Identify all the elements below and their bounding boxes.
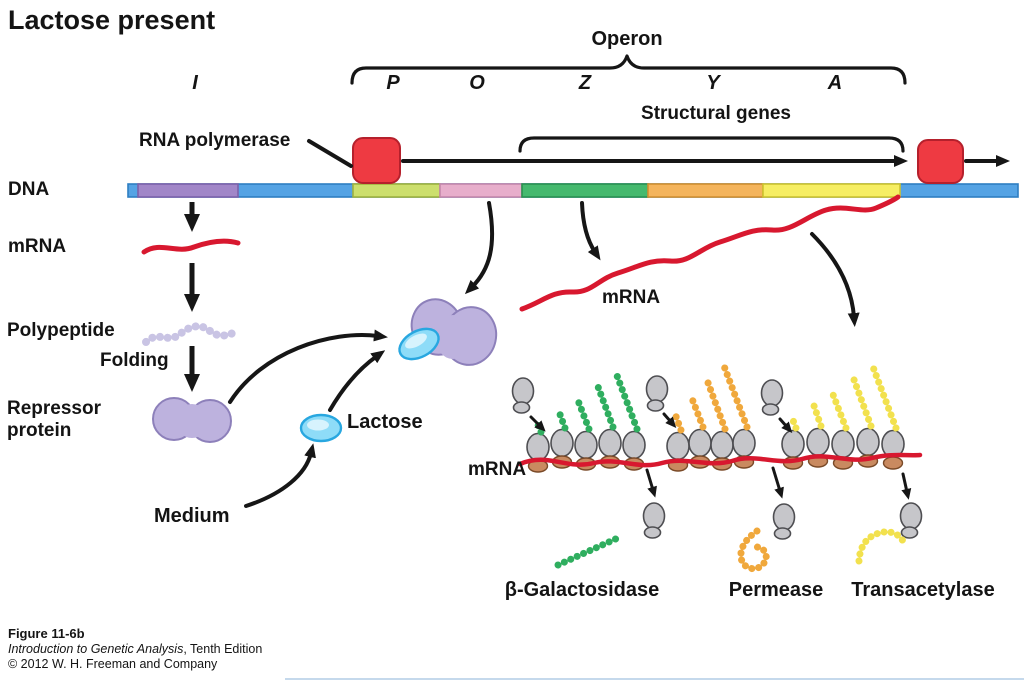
arrow-mrna-to-polysome <box>810 232 860 327</box>
gene-label-p: P <box>386 72 400 94</box>
dna-gene-a <box>762 183 901 198</box>
arrow-ribosome-enter-2 <box>662 412 677 429</box>
folding-label: Folding <box>100 350 169 371</box>
arrow-ribosome-enter-1 <box>529 415 546 432</box>
structural-genes-bracket <box>518 136 905 153</box>
dna-promoter <box>352 183 441 198</box>
gene-label-y: Y <box>706 72 720 94</box>
arrow-medium-to-lactose <box>244 443 316 508</box>
gene-label-o: O <box>469 72 485 94</box>
transacetylase-chain <box>855 528 908 565</box>
mrna-repressor-transcript <box>141 238 241 255</box>
book-edition: , Tenth Edition <box>183 642 263 656</box>
operon-label: Operon <box>591 28 663 50</box>
page-bottom-border <box>285 678 1024 680</box>
nascent-chains-permease <box>670 362 751 434</box>
dna-gene-z <box>521 183 649 198</box>
repressor-protein-label: Repressor protein <box>7 398 101 442</box>
permease-label: Permease <box>728 579 824 601</box>
gene-label-i: I <box>192 72 198 94</box>
mrna-label-left: mRNA <box>8 236 67 257</box>
medium-label: Medium <box>154 505 230 527</box>
dna-operator <box>439 183 523 198</box>
copyright-line: © 2012 W. H. Freeman and Company <box>8 657 218 671</box>
gene-label-a: A <box>827 72 843 94</box>
rna-polymerase-pointer-line <box>307 139 353 168</box>
polypeptide-label: Polypeptide <box>7 320 115 341</box>
book-title-line: Introduction to Genetic Analysis, Tenth … <box>8 642 262 656</box>
dna-gene-y <box>647 183 764 198</box>
arrow-ribosome-exit-3 <box>901 472 912 500</box>
arrow-repressor-to-complex <box>228 329 388 404</box>
rna-polymerase-label: RNA polymerase <box>139 130 291 151</box>
arrow-lactose-to-complex <box>328 350 386 412</box>
polypeptide-chain <box>142 322 241 346</box>
nascent-chains-transacetylase <box>787 363 900 432</box>
book-title: Introduction to Genetic Analysis <box>8 642 184 656</box>
structural-genes-label: Structural genes <box>641 103 791 124</box>
arrow-ribosome-exit-1 <box>645 468 657 498</box>
mrna-label-polysome: mRNA <box>468 459 527 480</box>
operon-brace <box>350 54 907 85</box>
dna-gene-i <box>137 183 239 198</box>
polysome <box>511 362 923 540</box>
figure-number: Figure 11-6b <box>8 626 85 641</box>
operon-mrna <box>519 194 901 312</box>
beta-galactosidase-chain <box>554 533 624 569</box>
arrow-ribosome-exit-2 <box>771 466 784 499</box>
repressor-lactose-complex <box>398 298 498 366</box>
repressor-label-line2: protein <box>7 420 72 441</box>
dna-strand <box>127 183 1019 198</box>
page-title: Lactose present <box>8 5 216 35</box>
arrow-ribosome-enter-3 <box>778 417 793 434</box>
beta-galactosidase-label: β-Galactosidase <box>504 579 660 601</box>
gene-label-z: Z <box>578 72 592 94</box>
nascent-chains-beta-gal <box>534 369 641 436</box>
lactose-label: Lactose <box>347 411 423 433</box>
polysome-mrna <box>517 452 923 468</box>
repressor-protein-blob <box>152 397 232 443</box>
rna-polymerase-right <box>917 139 964 184</box>
rna-polymerase-left <box>352 137 401 184</box>
repressor-label-line1: Repressor <box>7 398 101 419</box>
lactose-molecule <box>299 413 343 443</box>
transacetylase-label: Transacetylase <box>851 579 995 601</box>
arrow-z-to-mrna <box>580 201 601 261</box>
mrna-label-transcript: mRNA <box>602 287 661 308</box>
dna-label: DNA <box>8 179 50 200</box>
permease-chain <box>737 527 770 573</box>
arrow-operator-to-complex <box>464 201 495 295</box>
